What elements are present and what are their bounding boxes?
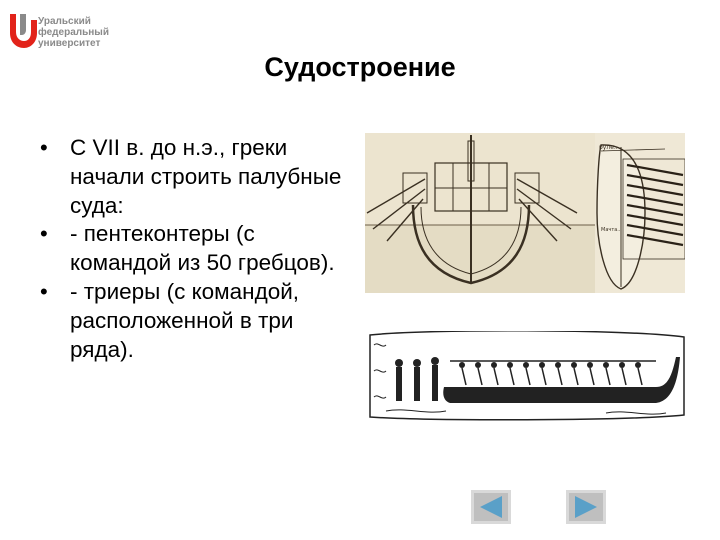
bullet-dot: •: [40, 135, 48, 160]
bullet-item: • - пентеконтеры (с командой из 50 гребцо…: [40, 220, 350, 278]
trireme-vase-painting-image: [366, 331, 688, 421]
slide-title-text: Судостроение: [264, 52, 456, 82]
logo-line-1: Уральский: [38, 16, 91, 27]
previous-slide-button[interactable]: [471, 490, 511, 524]
ship-label-top: руле..: [599, 144, 618, 151]
bullet-item: • С VII в. до н.э., греки начали строить …: [40, 134, 350, 220]
logo-line-3: университет: [38, 38, 101, 49]
arrow-left-icon: [471, 490, 511, 524]
bullet-text: С VII в. до н.э., греки начали строить п…: [70, 135, 342, 218]
ship-label-mast: Мачта..: [601, 227, 621, 233]
bullet-dot: •: [40, 278, 48, 304]
slide-title: Судостроение: [0, 52, 720, 83]
logo-line-2: федеральный: [38, 27, 109, 38]
university-logo: Уральский федеральный университет: [6, 10, 116, 58]
bullet-text: - триеры (с командой, расположенной в тр…: [70, 278, 300, 362]
bullet-item: • - триеры (с командой, расположенной в т…: [40, 278, 350, 364]
bullet-text: - пентеконтеры (с командой из 50 гребцов…: [70, 221, 335, 276]
next-slide-button[interactable]: [566, 490, 606, 524]
ural-logo-icon: [10, 14, 37, 48]
bullet-dot: •: [40, 221, 48, 247]
ship-cross-section-image: руле.. Мачта..: [365, 133, 685, 293]
arrow-right-icon: [566, 490, 606, 524]
bullet-list: • С VII в. до н.э., греки начали строить …: [40, 134, 350, 364]
